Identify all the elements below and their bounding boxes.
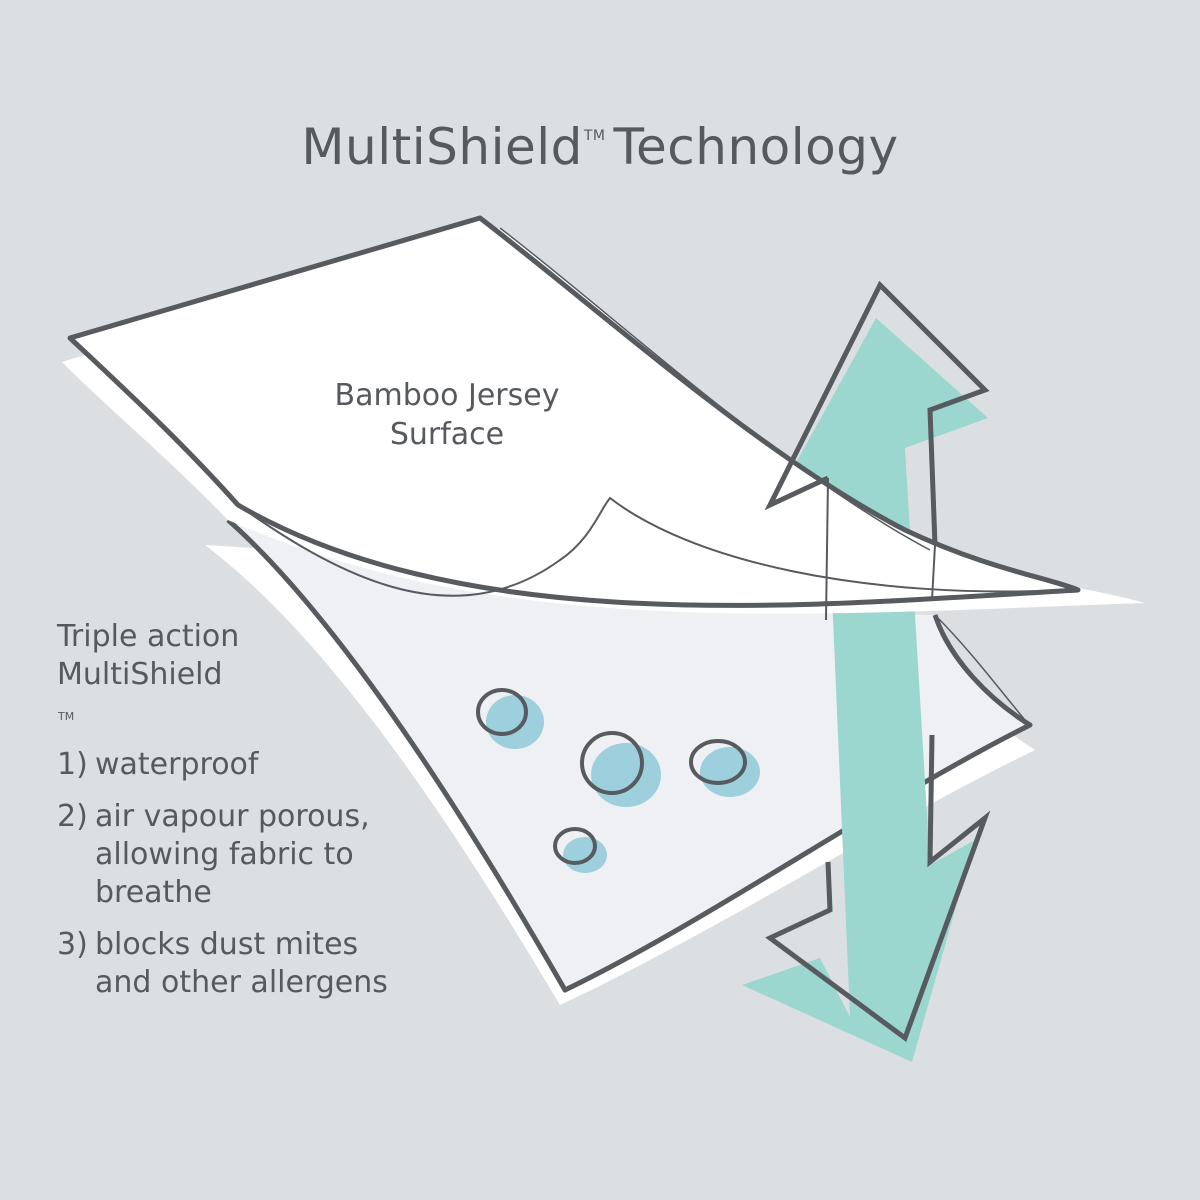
top-layer-outline — [67, 215, 1081, 608]
title-rest: Technology — [613, 118, 899, 176]
droplet-3 — [689, 739, 760, 797]
top-layer-front — [70, 218, 1078, 606]
surface-label-line1: Bamboo Jersey — [334, 378, 560, 413]
features-intro-brand: MultiShield — [57, 657, 223, 692]
feature-item: 3) blocks dust mites and other allergens — [57, 926, 417, 1002]
surface-label-line2: Surface — [389, 417, 505, 452]
arrow-outline — [764, 280, 990, 546]
feature-text: waterproof — [95, 747, 259, 782]
surface-label: Bamboo Jersey Surface — [297, 376, 597, 454]
arrow-outline-mid-right — [931, 544, 936, 601]
feature-item: 2) air vapour porous, allowing fabric to… — [57, 798, 417, 912]
feature-number: 1) — [57, 747, 88, 782]
arrow-outline-lower — [765, 734, 991, 1043]
feature-number: 3) — [57, 927, 88, 962]
title-trademark: TM — [583, 128, 606, 144]
arrow-outline-mid-left — [825, 477, 829, 621]
feature-text: air vapour porous, allowing fabric to br… — [95, 799, 370, 910]
peel-curl-line — [237, 496, 1071, 597]
top-layer-inner-edge — [499, 227, 931, 551]
page-title: MultiShieldTM Technology — [0, 118, 1200, 176]
title-brand: MultiShield — [301, 118, 583, 176]
droplet-2 — [580, 731, 661, 807]
features-intro-trademark: TM — [58, 710, 75, 723]
features-intro-line1: Triple action — [57, 619, 240, 654]
feature-number: 2) — [57, 799, 88, 834]
droplet-4 — [553, 827, 607, 873]
feature-item: 1) waterproof — [57, 746, 417, 784]
feature-list: 1) waterproof 2) air vapour porous, allo… — [57, 746, 417, 1002]
feature-text: blocks dust mites and other allergens — [95, 927, 388, 1000]
membrane-layer-outline — [226, 518, 1033, 993]
membrane-edge-thin — [934, 614, 1026, 721]
droplet-1 — [476, 688, 544, 749]
